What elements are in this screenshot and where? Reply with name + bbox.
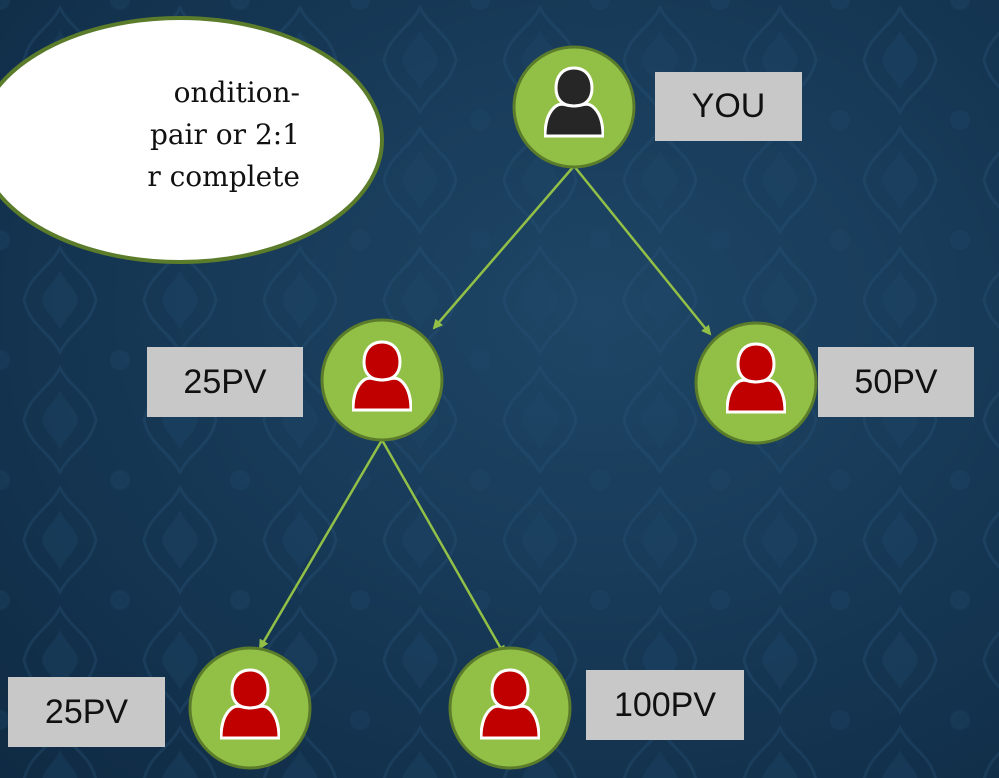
callout-line-2: pair or 2:1 [149,118,300,151]
callout-line-3: r complete [147,160,300,193]
callout-text: ondition- pair or 2:1 r complete [0,72,300,198]
label-you: YOU [655,72,802,141]
callout-bubble [0,16,384,264]
arrow-you-to-right [573,165,712,336]
node-right [694,321,818,445]
label-right: 50PV [818,347,974,417]
node-you [512,45,636,169]
arrow-you-to-left [432,165,575,330]
node-bottom-left [188,646,312,770]
callout-line-1: ondition- [173,76,300,109]
label-left: 25PV [147,347,303,417]
label-bottom-right: 100PV [586,670,744,740]
arrow-left-to-bottom-right [380,439,506,656]
node-bottom-right [448,646,572,770]
arrow-left-to-bottom-left [258,439,384,650]
node-left [320,318,444,442]
label-bottom-left: 25PV [8,677,165,747]
